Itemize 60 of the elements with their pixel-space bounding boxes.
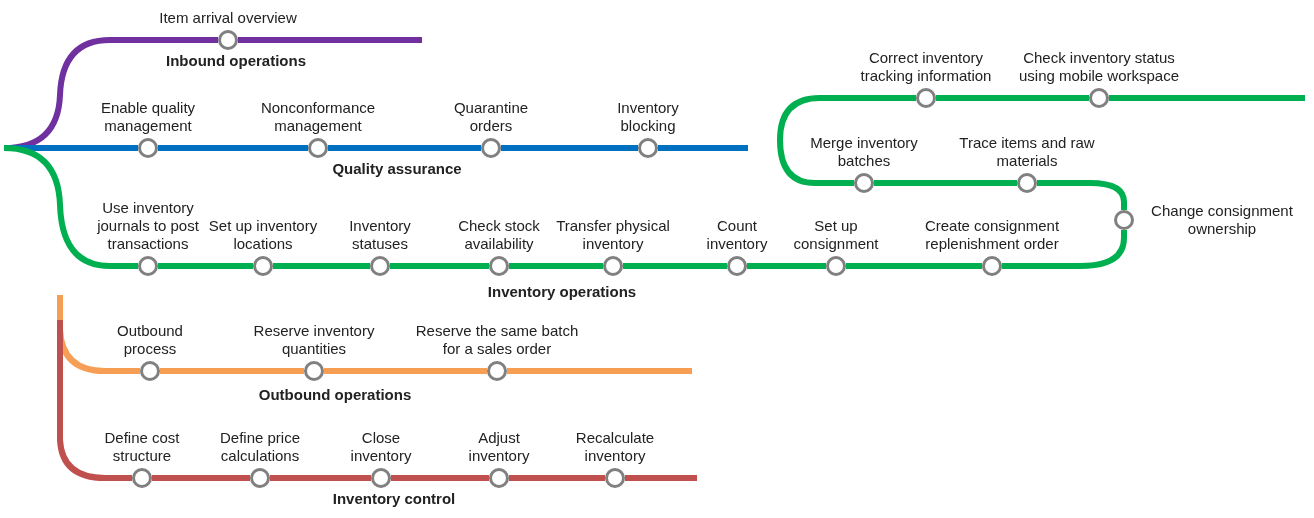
route-line (158, 263, 253, 269)
route-line (509, 475, 605, 481)
line-name: Inventory control (332, 490, 456, 507)
station-label: Adjust inventory (467, 429, 531, 465)
route-line (623, 263, 727, 269)
route-line (1002, 230, 1127, 269)
station-label: Change consignment ownership (1150, 202, 1294, 238)
route-line (658, 145, 748, 151)
station-label: Use inventory journals to post transactions (96, 199, 200, 253)
route-line (874, 180, 1017, 186)
route-line (507, 368, 692, 374)
route-line (1109, 95, 1305, 101)
route-line (57, 295, 140, 374)
route-line (1037, 180, 1127, 210)
route-line (509, 263, 603, 269)
route-line (324, 368, 487, 374)
route-line (390, 263, 489, 269)
station-label: Inventory blocking (616, 99, 680, 135)
station-label: Reserve the same batch for a sales order (414, 322, 580, 358)
station-label: Create consignment replenishment order (923, 217, 1061, 253)
route-line (625, 475, 697, 481)
station-label: Merge inventory batches (809, 134, 919, 170)
line-name: Inventory operations (487, 283, 637, 300)
station-label: Set up inventory locations (208, 217, 318, 253)
route-line (158, 145, 308, 151)
route-line (747, 263, 826, 269)
route-line (152, 475, 250, 481)
station-label: Check stock availability (457, 217, 541, 253)
route-line (328, 145, 481, 151)
station-label: Transfer physical inventory (555, 217, 671, 253)
route-line (238, 37, 422, 43)
station-label: Trace items and raw materials (958, 134, 1096, 170)
line-name: Inbound operations (166, 52, 306, 69)
route-line (160, 368, 304, 374)
route-line (3, 145, 138, 269)
route-line (936, 95, 1089, 101)
station-label: Correct inventory tracking information (859, 49, 993, 85)
station-label: Define cost structure (103, 429, 181, 465)
station-label: Count inventory (705, 217, 769, 253)
route-line (57, 320, 132, 481)
station-label: Nonconformance management (259, 99, 377, 135)
station-label: Close inventory (349, 429, 413, 465)
route-line (391, 475, 489, 481)
route-line (501, 145, 638, 151)
station-label: Outbound process (116, 322, 184, 358)
route-line (846, 263, 982, 269)
station-label: Item arrival overview (158, 9, 298, 27)
station-label: Define price calculations (218, 429, 301, 465)
station-label: Check inventory status using mobile workspace (1017, 49, 1181, 85)
route-line (270, 475, 371, 481)
station-label: Reserve inventory quantities (252, 322, 376, 358)
station-label: Recalculate inventory (574, 429, 656, 465)
route-line (777, 95, 916, 186)
station-label: Quarantine orders (452, 99, 530, 135)
station-label: Set up consignment (792, 217, 880, 253)
line-name: Quality assurance (332, 160, 462, 177)
route-line (273, 263, 370, 269)
station-label: Inventory statuses (348, 217, 412, 253)
station-label: Enable quality management (99, 99, 197, 135)
line-name: Outbound operations (258, 386, 412, 403)
